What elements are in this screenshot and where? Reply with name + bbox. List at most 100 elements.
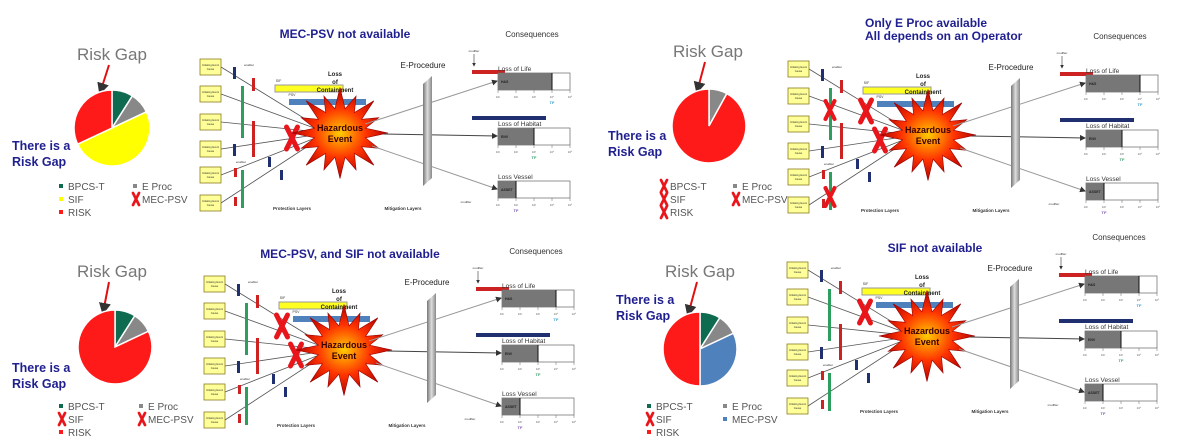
consequence-fill-bar bbox=[502, 290, 556, 307]
tick-label: 10⁵ bbox=[1155, 406, 1160, 410]
modifier-bar bbox=[476, 287, 509, 291]
initiating-event-label: Initiating Event bbox=[789, 321, 806, 325]
tf-label: TF bbox=[1119, 358, 1124, 363]
consequence-label: Loss Vessel bbox=[498, 174, 533, 181]
legend-label: MEC-PSV bbox=[732, 415, 778, 426]
tf-label: TF bbox=[518, 425, 523, 430]
tick-label: 10³ bbox=[1119, 406, 1123, 410]
e-procedure-label: E-Procedure bbox=[405, 278, 450, 287]
tick-label: 10² bbox=[514, 95, 518, 99]
bpcs-red-bar bbox=[822, 199, 825, 208]
bpcs-red-bar bbox=[238, 385, 241, 394]
modifier-label: modifier bbox=[473, 266, 484, 270]
enabler-label: enabler bbox=[823, 363, 833, 367]
tick-label: 10⁵ bbox=[572, 312, 577, 316]
legend-label: E Proc bbox=[742, 182, 772, 193]
risk-gap-note: There is a bbox=[608, 129, 667, 143]
sif-label: SIF bbox=[863, 282, 868, 286]
legend-swatch bbox=[59, 210, 63, 214]
tick-label: 10⁴ bbox=[1138, 152, 1143, 156]
sif-layer-bar bbox=[278, 301, 348, 310]
mitigation-small-bar bbox=[272, 374, 275, 384]
modifier-bar bbox=[476, 333, 550, 337]
tick-label: 10¹ bbox=[1084, 152, 1088, 156]
bpcs-red-bar bbox=[238, 414, 241, 423]
consequence-path-line bbox=[371, 145, 498, 191]
protection-layers-label: Protection Layers bbox=[273, 206, 312, 211]
legend-swatch bbox=[139, 404, 143, 408]
tick-label: 10⁵ bbox=[1156, 205, 1161, 209]
loss-of-containment-label: of bbox=[920, 82, 927, 88]
risk-gap-label: Risk Gap bbox=[77, 45, 147, 64]
consequence-path-line bbox=[969, 335, 1085, 342]
bpcs-unavailable-x-icon bbox=[823, 185, 837, 209]
tick-label: 10¹ bbox=[1083, 298, 1087, 302]
risk-gap-note: There is a bbox=[12, 139, 71, 153]
hazardous-event-explosion-icon bbox=[295, 304, 393, 396]
modifier-label: modifier bbox=[1056, 252, 1067, 256]
consequence-tag: H&S bbox=[505, 297, 513, 301]
pie-slice-risk bbox=[671, 88, 747, 164]
tick-label: 10² bbox=[1101, 298, 1105, 302]
e-procedure-barrier bbox=[427, 293, 436, 403]
risk-gap-note: There is a bbox=[616, 293, 675, 307]
initiating-event-label: Cause bbox=[211, 311, 219, 315]
legend-label: BPCS-T bbox=[68, 182, 105, 193]
loss-of-containment-label: Loss bbox=[328, 72, 343, 78]
consequence-fill-bar bbox=[1086, 75, 1140, 92]
legend-item-e-proc: E Proc bbox=[723, 402, 762, 413]
consequence-tag: ENV bbox=[1089, 137, 1097, 141]
tf-label: TF bbox=[1120, 157, 1125, 162]
tick-label: 10¹ bbox=[496, 95, 500, 99]
initiating-event-label: Cause bbox=[207, 122, 215, 126]
initiating-event-label: Cause bbox=[794, 270, 802, 274]
initiating-event-label: Cause bbox=[211, 392, 219, 396]
initiating-event-label: Cause bbox=[795, 96, 803, 100]
risk-gap-arrow bbox=[693, 61, 706, 94]
mitigation-layers-label: Mitigation Layers bbox=[388, 423, 426, 428]
initiating-event-label: Cause bbox=[795, 151, 803, 155]
hazardous-event-label: Hazardous bbox=[904, 326, 950, 336]
initiating-event-label: Initiating Event bbox=[206, 416, 223, 420]
loss-of-containment-label: Loss bbox=[915, 275, 930, 281]
tick-label: 10³ bbox=[536, 367, 540, 371]
legend-unavailable-x-icon bbox=[659, 191, 669, 207]
initiating-event-label: Cause bbox=[794, 352, 802, 356]
initiating-event-label: Cause bbox=[795, 177, 803, 181]
bpcs-green-bar bbox=[829, 172, 832, 210]
legend-label: RISK bbox=[670, 208, 694, 219]
legend-swatch bbox=[647, 404, 651, 408]
tick-label: 10¹ bbox=[500, 420, 504, 424]
modifier-bar bbox=[1059, 319, 1133, 323]
tick-label: 10⁴ bbox=[554, 420, 559, 424]
initiating-event-label: Initiating Event bbox=[206, 280, 223, 284]
initiating-event-label: Cause bbox=[794, 297, 802, 301]
consequence-tag: ENV bbox=[505, 352, 513, 356]
legend-label: E Proc bbox=[732, 402, 762, 413]
consequence-fill-bar bbox=[1086, 183, 1104, 200]
sif-unavailable-x-icon bbox=[857, 298, 873, 326]
scenario-title: MEC-PSV not available bbox=[280, 27, 411, 41]
tf-label: TF bbox=[1137, 303, 1142, 308]
initiating-event-label: Cause bbox=[794, 378, 802, 382]
modifier-label: modifier bbox=[461, 200, 472, 204]
tick-label: 10⁴ bbox=[550, 150, 555, 154]
tick-label: 10² bbox=[1102, 205, 1106, 209]
pie-slice-sif bbox=[76, 110, 151, 167]
legend-item-bpcs-t: BPCS-T bbox=[59, 402, 105, 413]
psv-label: PSV bbox=[288, 93, 296, 97]
hazardous-event-explosion-icon bbox=[879, 89, 977, 181]
